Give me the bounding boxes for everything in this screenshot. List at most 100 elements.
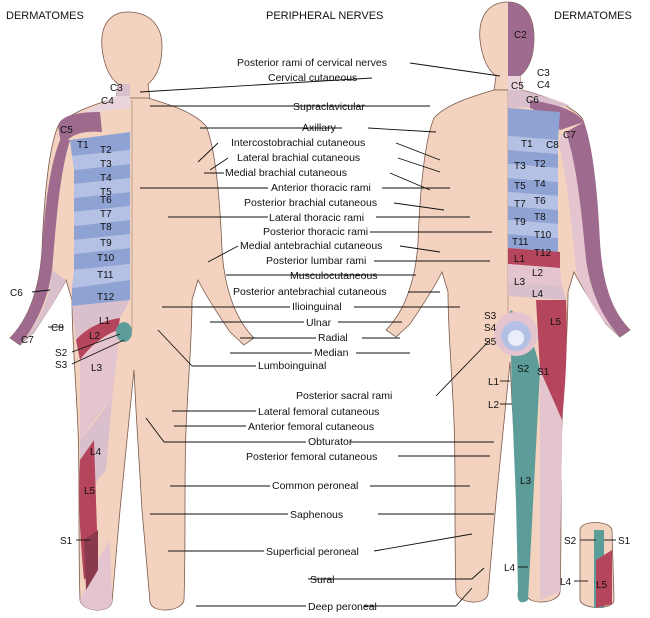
dermatome-label: C8 [546,140,559,151]
dermatome-label: S1 [537,367,550,378]
dermatome-label: C3 [537,68,550,79]
dermatome-label: L2 [488,400,500,411]
nerve-label: Musculocutaneous [290,270,378,282]
nerve-label: Common peroneal [272,480,358,492]
dermatome-label: T8 [534,212,546,223]
header-peripheral-nerves: PERIPHERAL NERVES [266,10,383,22]
dermatome-label: C8 [51,323,64,334]
dermatome-label: T9 [514,217,526,228]
nerve-label: Cervical cutaneous [268,72,357,84]
nerve-label: Ilioinguinal [292,301,342,313]
nerve-label: Posterior thoracic rami [263,226,368,238]
dermatome-label: T7 [100,209,112,220]
dermatome-label: S2 [564,536,577,547]
nerve-label: Lumboinguinal [258,360,326,372]
dermatome-label: L1 [514,254,526,265]
dermatome-label: L5 [550,317,562,328]
nerve-label: Lateral brachial cutaneous [237,152,360,164]
dermatome-label: T6 [100,195,112,206]
nerve-label: Posterior brachial cutaneous [244,197,377,209]
nerve-label: Anterior femoral cutaneous [248,421,374,433]
nerve-label: Posterior sacral rami [296,390,392,402]
nerve-label: Posterior antebrachial cutaneous [233,286,387,298]
nerve-label: Intercostobrachial cutaneous [231,137,365,149]
dermatome-label: L1 [488,377,500,388]
dermatome-label: L4 [532,289,544,300]
dermatome-label: C4 [101,96,114,107]
dermatome-label: S1 [60,536,73,547]
dermatome-label: L4 [90,447,102,458]
dermatome-label: C7 [21,335,34,346]
dermatome-label: T11 [97,270,114,281]
nerve-label: Posterior lumbar rami [266,255,366,267]
foot-dermatome-labels: S2 S1 L4 L5 [560,536,631,591]
dermatome-label: S5 [484,337,497,348]
dermatome-label: C6 [10,288,23,299]
front-body [9,11,255,611]
nerve-label: Posterior femoral cutaneous [246,451,377,463]
dermatome-label: C6 [526,95,539,106]
dermatome-label: C7 [563,130,576,141]
back-dermatome-labels: C2 C3 C4 C5 C6 C7 C8 T1 T2 T3 T4 T5 T6 T… [484,30,576,574]
dermatome-label: T10 [97,253,115,264]
header-dermatomes-left: DERMATOMES [6,10,84,22]
front-dermatomes [10,84,132,611]
dermatome-label: S4 [484,323,497,334]
dermatome-label: C2 [514,30,527,41]
nerve-label: Anterior thoracic rami [271,182,371,194]
dermatome-label: T11 [512,237,529,248]
dermatome-label: T12 [534,248,552,259]
nerve-label: Ulnar [306,317,332,329]
dermatome-label: T12 [97,292,115,303]
dermatome-label: T3 [514,161,526,172]
nerve-label: Supraclavicular [293,101,365,113]
dermatome-label: T2 [534,159,546,170]
dermatome-label: T4 [534,179,546,190]
dermatome-label: T4 [100,173,112,184]
dermatome-label: T2 [100,145,112,156]
dermatome-label: L4 [504,563,516,574]
nerve-label: Lateral femoral cutaneous [258,406,379,418]
nerve-label: Median [314,347,349,359]
nerve-label: Sural [310,574,335,586]
dermatome-label: T8 [100,222,112,233]
dermatome-label: T3 [100,159,112,170]
dermatome-label: L2 [89,331,101,342]
nerve-label: Superficial peroneal [266,546,359,558]
dermatome-label: L3 [514,277,526,288]
dermatome-label: S2 [517,364,530,375]
dermatome-label: S2 [55,348,68,359]
nerve-label: Axillary [302,122,337,134]
dermatome-label: L4 [560,577,572,588]
dermatome-label: T1 [77,140,89,151]
nerve-label: Posterior rami of cervical nerves [237,57,387,69]
front-dermatome-labels: C3 C4 C5 T1 T2 T3 T4 T5 T6 T7 T8 T9 T10 … [10,83,123,547]
dermatome-label: C3 [110,83,123,94]
dermatome-label: T1 [521,139,533,150]
nerve-label: Radial [318,332,348,344]
nerve-label: Deep peroneal [308,601,377,613]
nerve-label: Obturator [308,436,353,448]
dermatome-label: T5 [100,187,112,198]
nerve-label: Medial brachial cutaneous [225,167,347,179]
dermatome-label: L3 [520,476,532,487]
dermatome-label: S3 [55,360,68,371]
dermatome-label: T9 [100,238,112,249]
dermatome-label: C4 [537,80,550,91]
dermatome-label: S1 [618,536,631,547]
foot-diagram [579,522,615,608]
dermatome-label: L2 [532,268,544,279]
dermatome-label: T10 [534,230,552,241]
nerve-label: Medial antebrachial cutaneous [240,240,382,252]
dermatome-label: L1 [99,316,111,327]
dermatome-label: T5 [514,181,526,192]
nerve-labels: Posterior rami of cervical nerves Cervic… [225,57,392,613]
header-dermatomes-right: DERMATOMES [554,10,632,22]
leader-lines [31,62,616,607]
dermatome-label: L3 [91,363,103,374]
dermatome-label: L5 [84,486,96,497]
dermatome-label: S3 [484,311,497,322]
dermatome-label: L5 [596,580,608,591]
dermatome-label: C5 [511,81,524,92]
